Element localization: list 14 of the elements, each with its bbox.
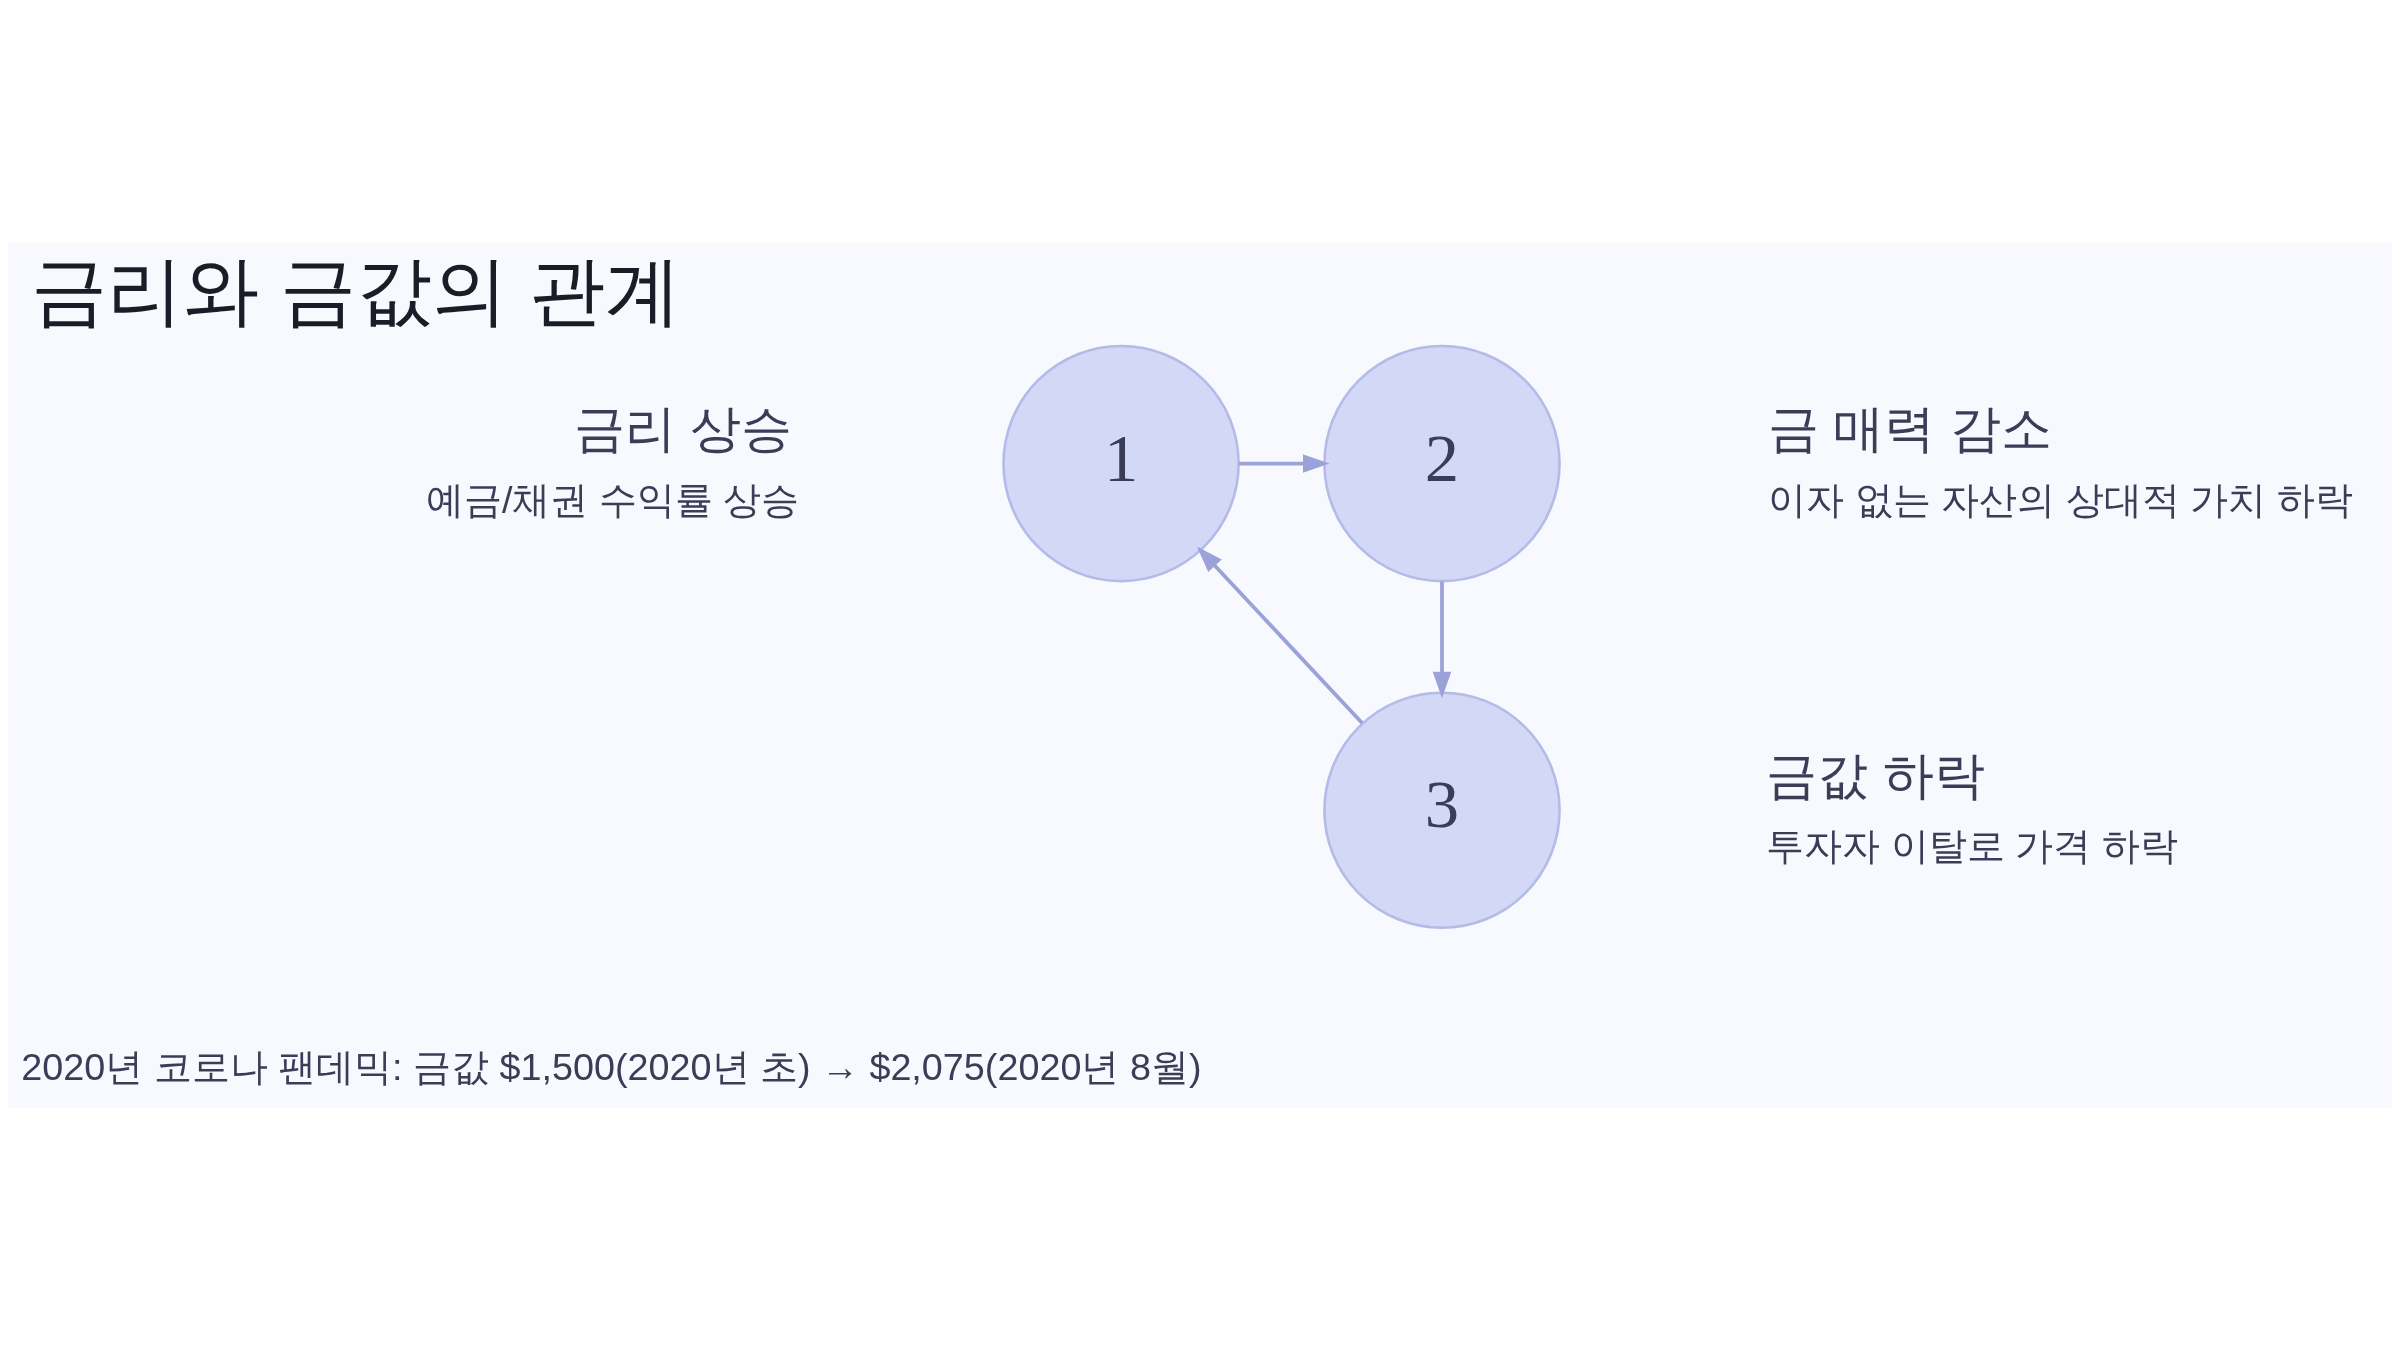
caption: 2020년 코로나 팬데믹: 금값 $1,500(2020년 초) → $2,075(2020년 8월) (21, 1045, 1202, 1088)
node-label: 금값 하락 (1766, 745, 1985, 804)
node-label: 투자자 이탈로 가격 하락 (1766, 824, 2178, 867)
node-circle: 3 (1323, 690, 1561, 929)
node-circle: 2 (1323, 344, 1561, 582)
node-circle: 1 (1002, 344, 1240, 582)
diagram-title: 금리와 금값의 관계 (31, 248, 682, 333)
node-label: 이자 없는 자산의 상대적 가치 하락 (1768, 478, 2353, 521)
node-label: 예금/채권 수익률 상승 (425, 478, 800, 521)
node-label: 금리 상승 (573, 398, 792, 457)
arrow (1238, 453, 1330, 473)
node-label: 금 매력 감소 (1768, 398, 2052, 457)
arrow (1196, 545, 1364, 724)
arrow (1432, 580, 1452, 698)
